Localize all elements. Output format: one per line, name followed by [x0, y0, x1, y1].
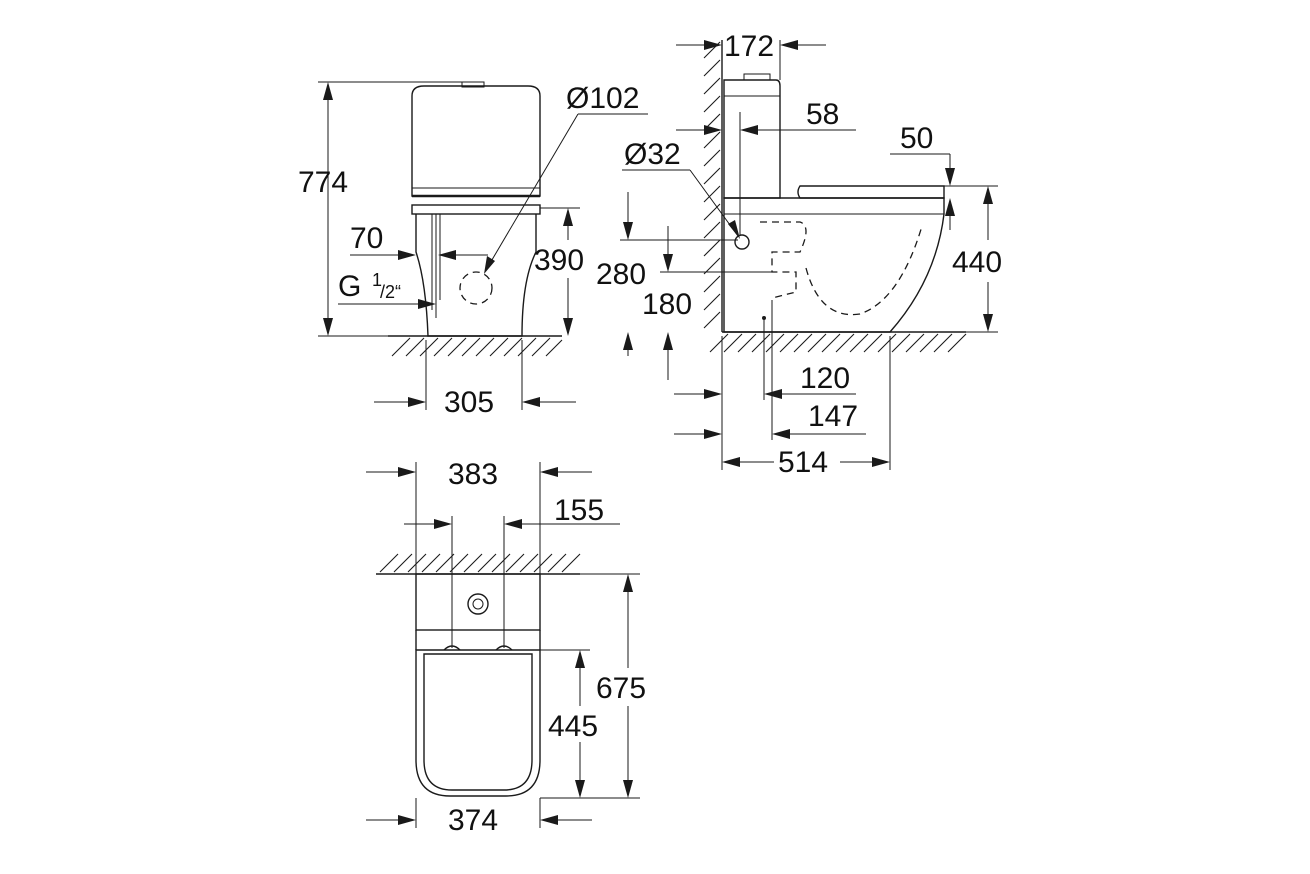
dim-374: 374	[366, 798, 592, 837]
dim-50: 50	[890, 122, 955, 230]
dim-thread: G 1 /2“	[338, 270, 436, 309]
label-374: 374	[448, 804, 498, 837]
dim-774: 774	[298, 81, 462, 337]
front-floor	[388, 335, 563, 357]
dim-440: 440	[944, 185, 1002, 333]
dim-305: 305	[374, 340, 576, 419]
dim-147: 147	[674, 300, 866, 440]
label-58: 58	[806, 98, 839, 131]
label-383: 383	[448, 458, 498, 491]
label-172: 172	[724, 30, 774, 63]
dim-445: 445	[540, 649, 598, 798]
top-view: 383 155 675 445	[366, 458, 646, 837]
front-cistern	[411, 81, 541, 215]
dim-155: 155	[404, 494, 620, 648]
label-280: 280	[596, 258, 646, 291]
label-102: Ø102	[566, 82, 639, 115]
top-bowl	[415, 645, 541, 797]
label-thread-sup: 1	[372, 270, 382, 290]
label-thread-sub: /2“	[380, 282, 401, 302]
dim-390: 390	[534, 207, 584, 336]
side-bowl	[723, 185, 945, 333]
side-cistern	[723, 73, 781, 199]
label-147: 147	[808, 400, 858, 433]
top-wall	[376, 553, 581, 575]
front-view: 774 70 G 1 /2“ Ø102	[298, 81, 648, 419]
dim-58: 58	[676, 98, 856, 236]
dim-172: 172	[676, 30, 826, 80]
label-155: 155	[554, 494, 604, 527]
side-wall	[703, 40, 723, 332]
dim-70: 70	[350, 222, 488, 260]
label-445: 445	[548, 710, 598, 743]
dim-383: 383	[366, 458, 592, 574]
label-675: 675	[596, 672, 646, 705]
label-thread-g: G	[338, 270, 361, 303]
label-32: Ø32	[624, 138, 681, 171]
dim-102: Ø102	[484, 82, 648, 274]
side-view: 172 58 50 Ø32	[596, 30, 1002, 479]
dim-32: Ø32	[622, 138, 740, 239]
label-70: 70	[350, 222, 383, 255]
dim-280: 280	[596, 192, 738, 356]
label-50: 50	[900, 122, 933, 155]
side-floor	[709, 331, 967, 353]
label-440: 440	[952, 246, 1002, 279]
front-bowl	[415, 214, 537, 337]
dim-675: 675	[540, 573, 646, 799]
label-390: 390	[534, 244, 584, 277]
label-180: 180	[642, 288, 692, 321]
label-120: 120	[800, 362, 850, 395]
label-774: 774	[298, 166, 348, 199]
label-514: 514	[778, 446, 828, 479]
top-cistern	[415, 573, 541, 650]
dim-180: 180	[642, 226, 772, 380]
dim-514: 514	[721, 336, 891, 479]
label-305: 305	[444, 386, 494, 419]
dim-120: 120	[674, 320, 856, 400]
